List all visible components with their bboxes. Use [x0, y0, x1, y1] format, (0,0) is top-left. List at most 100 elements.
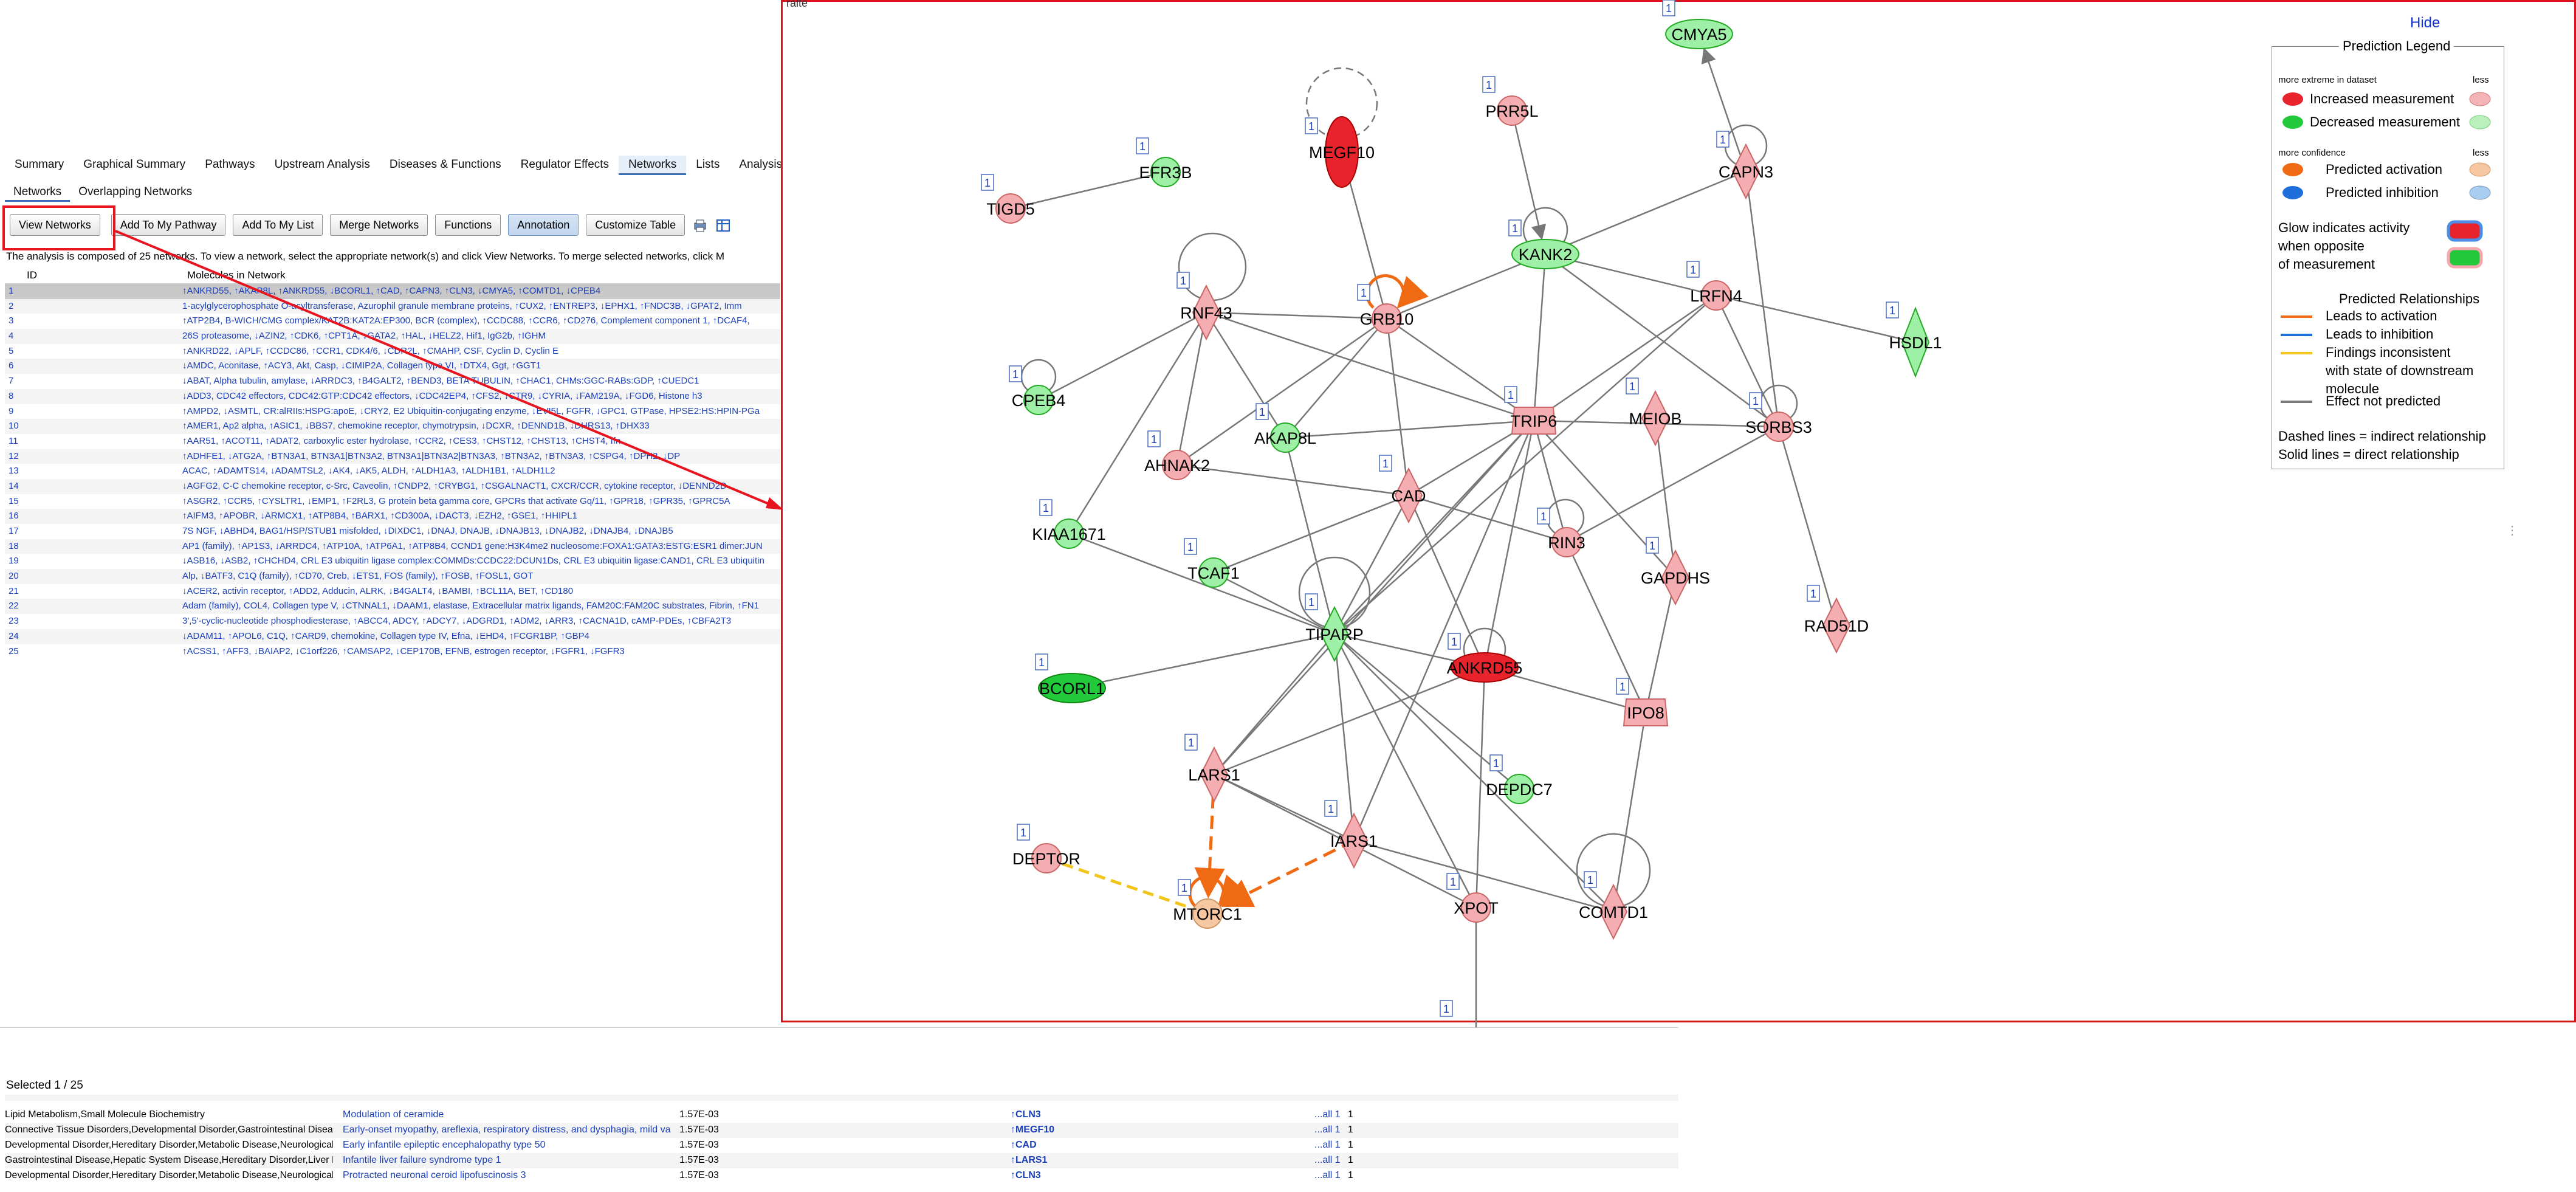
network-molecules: ↓ASB16, ↓ASB2, ↑CHCHD4, CRL E3 ubiquitin… — [182, 556, 764, 567]
node-ankrd55[interactable] — [1451, 652, 1519, 683]
node-rnf43[interactable] — [1192, 284, 1221, 341]
node-akap8l[interactable] — [1270, 422, 1300, 453]
function-row[interactable]: Developmental Disorder,Hereditary Disord… — [5, 1168, 1678, 1183]
node-label: COMTD1 — [1579, 903, 1648, 922]
node-mtorc1[interactable] — [1192, 898, 1223, 929]
node-label: IPO8 — [1627, 704, 1664, 722]
splitter-handle[interactable]: ⋮ — [2506, 524, 2518, 537]
network-id: 14 — [9, 480, 19, 491]
hide-legend-link[interactable]: Hide — [2410, 15, 2440, 31]
table-row[interactable]: 19 ↓ASB16, ↓ASB2, ↑CHCHD4, CRL E3 ubiquit… — [5, 554, 780, 569]
node-prr5l[interactable] — [1497, 95, 1527, 126]
node-sorbs3[interactable] — [1764, 412, 1794, 442]
node-badge-label: 1 — [1012, 368, 1018, 381]
table-row[interactable]: 16↑AIFM3, ↑APOBR, ↓ARMCX1, ↑ATP8B4, ↑BAR… — [5, 509, 780, 524]
node-badge — [1147, 430, 1161, 447]
node-cad[interactable] — [1394, 467, 1423, 524]
node-gapdhs[interactable] — [1661, 549, 1690, 606]
node-tigd5[interactable] — [995, 193, 1026, 224]
node-label: MEGF10 — [1309, 143, 1375, 162]
all-link[interactable]: ...all 1 — [1314, 1140, 1341, 1150]
node-hsdl1[interactable] — [1901, 306, 1930, 378]
tab-graphical-summary[interactable]: Graphical Summary — [83, 158, 186, 171]
node-capn3[interactable] — [1731, 143, 1760, 200]
tab-networks[interactable]: Networks — [619, 156, 687, 175]
tab-regulator-effects[interactable]: Regulator Effects — [520, 158, 610, 171]
highlight-box — [2, 205, 115, 250]
column-header-id[interactable]: ID — [27, 269, 37, 281]
table-row[interactable]: 25↑ACSS1, ↑AFF3, ↓BAIAP2, ↓C1orf226, ↑CA… — [5, 644, 780, 660]
edge-line — [1475, 667, 1486, 908]
node-comtd1[interactable] — [1599, 883, 1628, 940]
node-label: SORBS3 — [1745, 418, 1812, 436]
node-cpeb4[interactable] — [1023, 385, 1054, 415]
node-efr3b[interactable] — [1150, 157, 1181, 187]
node-kank2[interactable] — [1511, 239, 1579, 269]
function-row[interactable]: Lipid Metabolism,Small Molecule Biochemi… — [5, 1108, 1678, 1123]
tab-lists[interactable]: Lists — [696, 158, 720, 171]
node-badge — [981, 174, 994, 191]
edge-line — [1565, 542, 1647, 713]
node-xpot[interactable] — [1461, 892, 1491, 923]
node-badge — [1017, 824, 1030, 841]
node-ahnak2[interactable] — [1162, 450, 1192, 480]
network-id: 21 — [9, 585, 19, 596]
node-deptor[interactable] — [1031, 843, 1062, 873]
node-trip6[interactable] — [1511, 407, 1557, 435]
all-link[interactable]: ...all 1 — [1314, 1125, 1341, 1135]
subtab-overlapping-networks[interactable]: Overlapping Networks — [78, 185, 193, 198]
legend-measure-less-swatches — [2469, 92, 2491, 129]
network-id: 19 — [9, 556, 19, 567]
edge-line — [1038, 311, 1207, 401]
node-badge — [1379, 455, 1392, 472]
molecule-cell: ↑LARS1 — [1011, 1155, 1048, 1165]
table-row[interactable]: 21↓ACER2, activin receptor, ↑ADD2, Adduc… — [5, 584, 780, 599]
tab-diseases-functions[interactable]: Diseases & Functions — [389, 158, 501, 171]
export-table-icon[interactable] — [715, 218, 731, 233]
node-ipo8[interactable] — [1623, 698, 1669, 726]
tab-upstream-analysis[interactable]: Upstream Analysis — [274, 158, 370, 171]
node-rin3[interactable] — [1551, 527, 1582, 557]
node-kiaa1671[interactable] — [1054, 518, 1084, 549]
edge-line — [1221, 839, 1355, 907]
node-depdc7[interactable] — [1504, 774, 1534, 804]
tab-pathways[interactable]: Pathways — [205, 158, 255, 171]
node-badge — [1184, 538, 1197, 555]
node-meiob[interactable] — [1641, 390, 1670, 447]
edge-line — [1701, 47, 1747, 172]
function-row[interactable]: Gastrointestinal Disease,Hepatic System … — [5, 1153, 1678, 1168]
node-cmya5[interactable] — [1665, 19, 1733, 49]
all-link[interactable]: ...all 1 — [1314, 1155, 1341, 1165]
table-row[interactable]: 24↓ADAM11, ↑APOL6, C1Q, ↑CARD9, chemokin… — [5, 629, 780, 644]
all-link[interactable]: ...all 1 — [1314, 1170, 1341, 1180]
node-tcaf1[interactable] — [1198, 557, 1229, 588]
view-networks-button[interactable]: View Networks — [10, 214, 100, 236]
node-bcorl1[interactable] — [1038, 673, 1106, 703]
node-megf10[interactable] — [1325, 116, 1359, 188]
network-id: 2 — [9, 300, 14, 311]
tab-summary[interactable]: Summary — [15, 158, 64, 171]
node-badge — [1357, 284, 1370, 301]
node-label: BCORL1 — [1039, 680, 1105, 698]
edge-line — [1407, 495, 1486, 668]
node-grb10[interactable] — [1372, 303, 1402, 334]
node-lars1[interactable] — [1200, 746, 1229, 803]
edge-line — [1285, 419, 1534, 439]
node-badge-label: 1 — [1486, 79, 1492, 91]
function-row[interactable]: Connective Tissue Disorders,Developmenta… — [5, 1123, 1678, 1138]
all-link[interactable]: ...all 1 — [1314, 1109, 1341, 1120]
function-row[interactable]: Developmental Disorder,Hereditary Disord… — [5, 1138, 1678, 1153]
node-tiparp[interactable] — [1320, 605, 1349, 663]
node-iars1[interactable] — [1339, 812, 1369, 869]
node-label: IARS1 — [1330, 832, 1378, 850]
subtab-networks[interactable]: Networks — [5, 184, 70, 202]
edge-line — [1334, 633, 1614, 912]
node-rad51d[interactable] — [1822, 597, 1851, 654]
network-molecules: 3',5'-cyclic-nucleotide phosphodiesteras… — [182, 616, 732, 627]
node-lrfn4[interactable] — [1701, 280, 1731, 311]
